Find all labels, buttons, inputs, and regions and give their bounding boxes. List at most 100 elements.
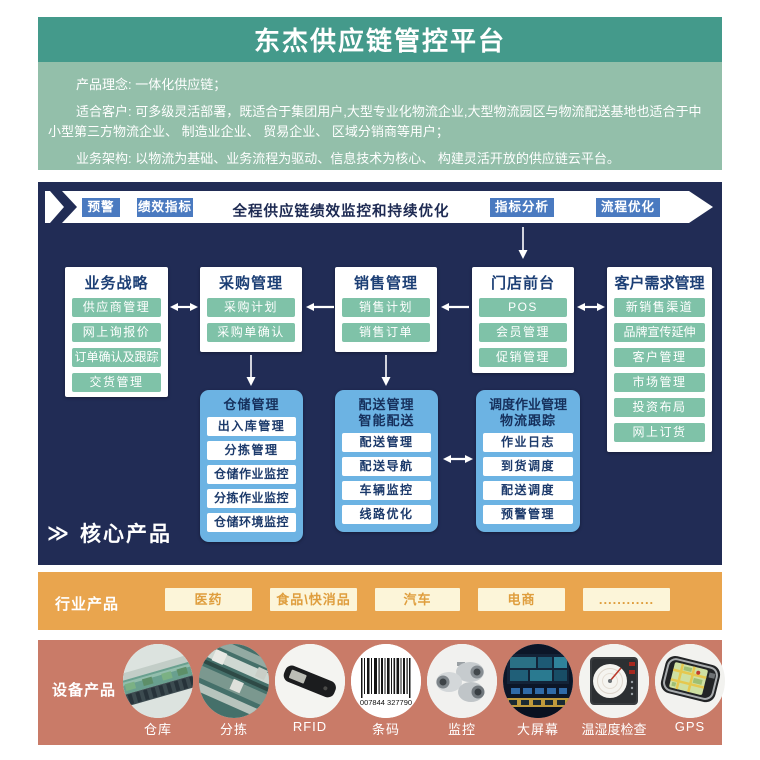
device-photo-thermo-recorder [579, 644, 649, 718]
column-title: 销售管理 [353, 275, 418, 292]
device-photo-gps [655, 644, 725, 718]
column-title: 客户需求管理 [614, 275, 705, 292]
process-item: 线路优化 [342, 505, 431, 524]
industry-item-food: 食品\快消品 [270, 588, 357, 611]
industry-band-label: 行业产品 [55, 596, 120, 613]
column-sales: 销售管理 销售计划 销售订单 [335, 267, 437, 352]
process-item: 配送管理 [342, 433, 431, 452]
intro-panel: 产品理念: 一体化供应链； 适合客户: 可多级灵活部署，既适合于集团用户,大型专… [38, 62, 722, 170]
process-item: 配送调度 [483, 481, 573, 500]
column-procurement: 采购管理 采购计划 采购单确认 [200, 267, 302, 352]
process-item: 预警管理 [483, 505, 573, 524]
barcode-number: 007844 327790 [360, 698, 412, 707]
process-item: 车辆监控 [342, 481, 431, 500]
chart-recorder-icon [579, 644, 649, 718]
device-label-rfid: RFID [292, 719, 328, 734]
process-box-subtitle: 物流跟踪 [499, 413, 556, 428]
column-customer-demand: 客户需求管理 新销售渠道 品牌宣传延伸 客户管理 市场管理 投资布局 网上订货 [607, 267, 712, 452]
process-item: 到货调度 [483, 457, 573, 476]
arrow-down-icon [381, 355, 391, 386]
device-label-sorting: 分拣 [219, 722, 248, 737]
intro-line-customers: 适合客户: 可多级灵活部署，既适合于集团用户,大型专业化物流企业,大型物流园区与… [48, 104, 702, 139]
column-item: 采购计划 [207, 298, 295, 317]
column-item: 客户管理 [614, 348, 705, 367]
arrow-down-icon [518, 227, 528, 259]
barcode-icon: 007844 327790 [351, 644, 421, 718]
column-item: 促销管理 [479, 348, 567, 367]
control-room-screen-icon [503, 644, 573, 718]
device-label-barcode: 条码 [371, 722, 400, 737]
process-box-subtitle: 智能配送 [358, 413, 415, 428]
device-photo-rfid [275, 644, 345, 718]
process-item: 出入库管理 [207, 417, 296, 436]
device-label-warehouse: 仓库 [143, 722, 172, 737]
device-band-label: 设备产品 [52, 682, 117, 699]
industry-item-auto: 汽车 [375, 588, 460, 611]
arrow-bidirectional-icon [443, 455, 473, 463]
column-item: 供应商管理 [72, 298, 161, 317]
process-item: 分拣管理 [207, 441, 296, 460]
ribbon-center-text: 全程供应链绩效监控和持续优化 [232, 204, 450, 220]
process-box-delivery: 配送管理 智能配送 配送管理 配送导航 车辆监控 线路优化 [335, 390, 438, 532]
device-photo-warehouse [123, 644, 193, 718]
column-item: 投资布局 [614, 398, 705, 417]
page-title-bar: 东杰供应链管控平台 [38, 17, 722, 62]
column-item: 网上订货 [614, 423, 705, 442]
column-item: 采购单确认 [207, 323, 295, 342]
column-item: 品牌宣传延伸 [614, 323, 705, 342]
intro-line-architecture: 业务架构: 以物流为基础、业务流程为驱动、信息技术为核心、 构建灵活开放的供应链… [76, 151, 620, 166]
process-item: 仓储作业监控 [207, 465, 296, 484]
process-box-dispatch: 调度作业管理 物流跟踪 作业日志 到货调度 配送调度 预警管理 [476, 390, 580, 532]
gps-navigator-icon [655, 644, 725, 718]
column-business-strategy: 业务战略 供应商管理 网上询报价 订单确认及跟踪 交货管理 [65, 267, 168, 397]
process-box-warehouse: 仓储管理 出入库管理 分拣管理 仓储作业监控 分拣作业监控 仓储环境监控 [200, 390, 303, 542]
process-item: 分拣作业监控 [207, 489, 296, 508]
column-title: 门店前台 [490, 275, 555, 292]
ribbon-chip-analysis: 指标分析 [490, 198, 554, 217]
process-box-title: 配送管理 [358, 397, 415, 412]
ribbon-chip-optimize: 流程优化 [596, 198, 660, 217]
device-photo-bigscreen [503, 644, 573, 718]
process-item: 作业日志 [483, 433, 573, 452]
column-item: 交货管理 [72, 373, 161, 392]
intro-line-concept: 产品理念: 一体化供应链； [76, 77, 227, 92]
column-item: 新销售渠道 [614, 298, 705, 317]
industry-item-pharma: 医药 [165, 588, 252, 611]
device-label-bigscreen: 大屏幕 [516, 722, 559, 737]
column-title: 业务战略 [84, 275, 149, 292]
process-box-title: 调度作业管理 [488, 397, 567, 412]
column-item: 网上询报价 [72, 323, 161, 342]
industry-item-ecommerce: 电商 [478, 588, 565, 611]
device-label-thermo: 温湿度检查 [581, 722, 647, 737]
arrow-bidirectional-icon [170, 303, 198, 311]
column-item: 市场管理 [614, 373, 705, 392]
process-item: 配送导航 [342, 457, 431, 476]
arrow-left-icon [441, 303, 469, 311]
process-item: 仓储环境监控 [207, 513, 296, 532]
ribbon-chevron-icon [50, 191, 77, 223]
column-item: 会员管理 [479, 323, 567, 342]
device-photo-barcode: 007844 327790 [351, 644, 421, 718]
industry-item-more: ............ [583, 588, 670, 611]
double-chevron-icon: ≫ [47, 521, 71, 545]
device-label-cctv: 监控 [447, 722, 476, 737]
column-item: 订单确认及跟踪 [72, 348, 161, 367]
page-title: 东杰供应链管控平台 [253, 26, 506, 56]
cctv-cameras-icon [427, 644, 497, 718]
process-box-title: 仓储管理 [223, 397, 280, 412]
ribbon-chip-warning: 预警 [82, 198, 120, 217]
sorting-conveyor-icon [199, 644, 269, 718]
core-products-label: ≫ 核心产品 [47, 518, 172, 548]
device-photo-sorting [199, 644, 269, 718]
warehouse-conveyor-icon [123, 644, 193, 718]
column-title: 采购管理 [218, 275, 283, 292]
arrow-down-icon [246, 355, 256, 386]
arrow-bidirectional-icon [577, 303, 605, 311]
ribbon-chip-kpi: 绩效指标 [137, 198, 193, 217]
device-label-gps: GPS [674, 719, 706, 734]
column-item: 销售计划 [342, 298, 430, 317]
rfid-reader-icon [275, 644, 345, 718]
device-photo-cctv [427, 644, 497, 718]
column-item: 销售订单 [342, 323, 430, 342]
